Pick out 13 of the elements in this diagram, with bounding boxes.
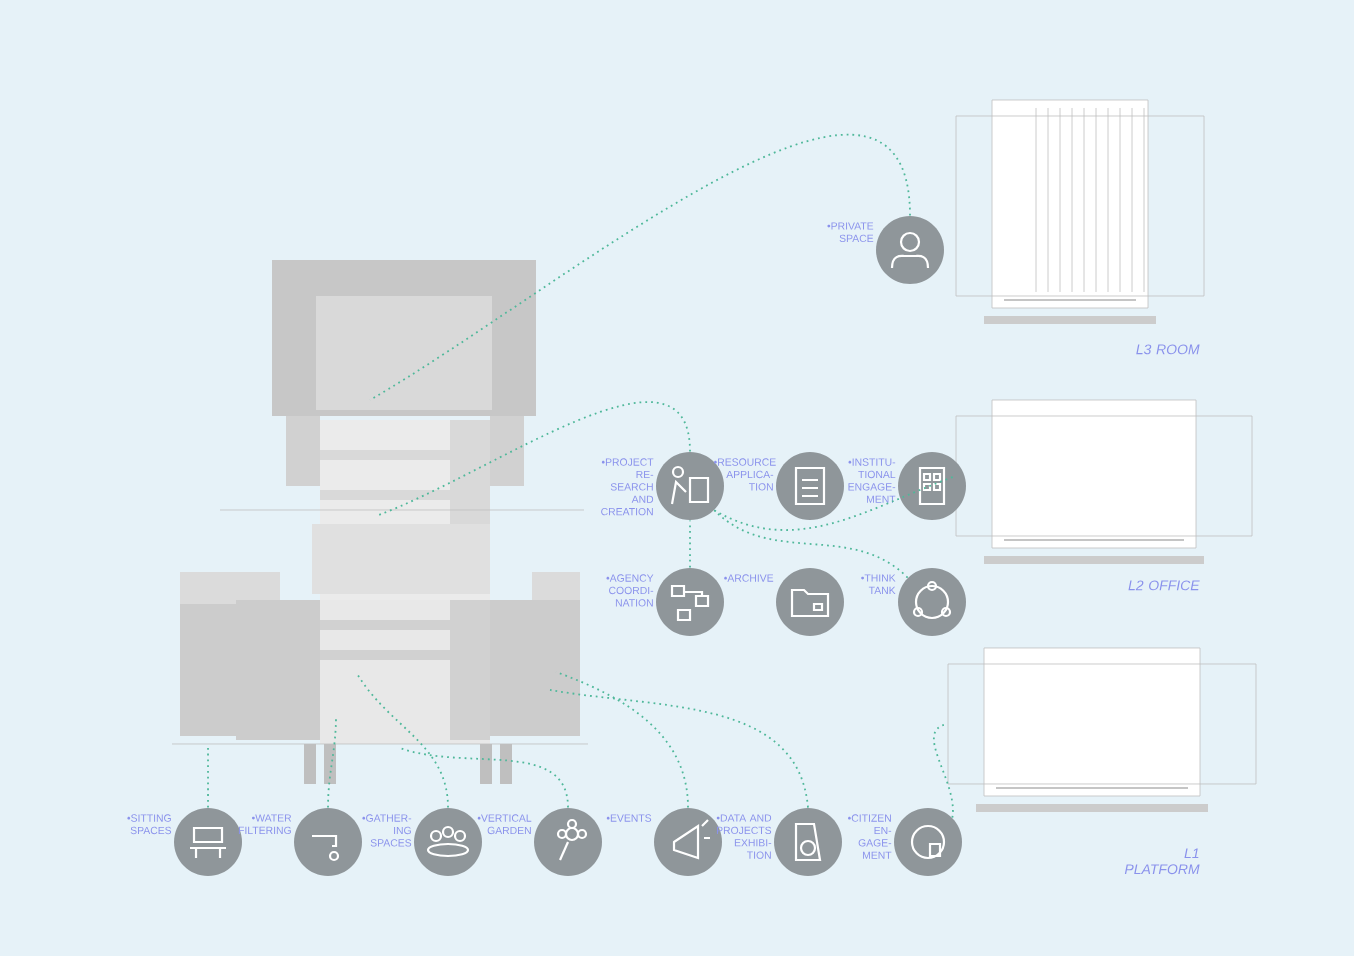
leader-line [207,743,209,809]
leader-line [713,509,909,579]
leader-line [549,689,809,809]
leader-line [327,715,337,809]
leader-line [713,475,957,531]
leader-line [399,747,569,809]
leader-line [355,671,449,809]
leader-line [375,401,691,517]
building-drawing [171,260,589,784]
leader-line [689,519,691,569]
leader-line [933,723,954,819]
leader-line [555,671,689,809]
leader-line [369,133,911,401]
